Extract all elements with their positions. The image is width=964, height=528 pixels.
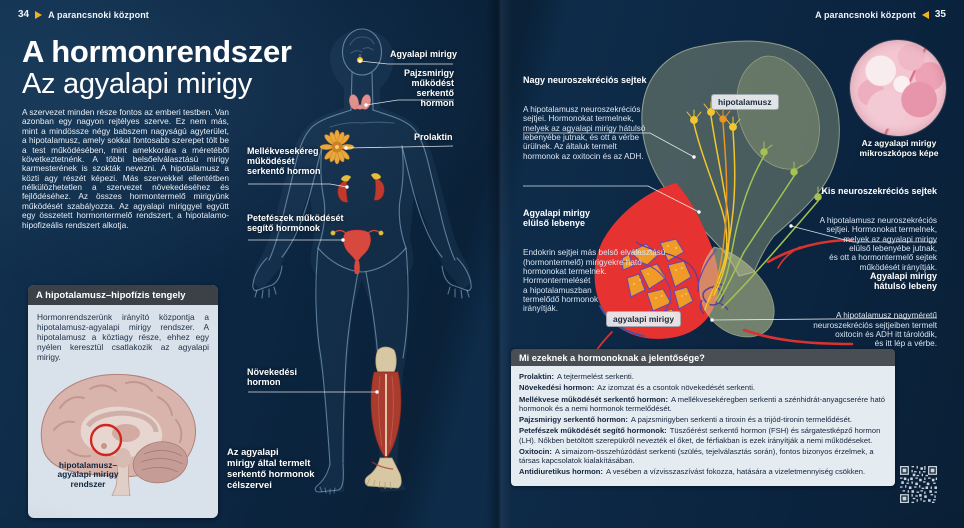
neuron-terminal-tangle [699,283,729,315]
label-prolactin: Prolaktin [414,132,453,142]
hypothalamus-label-chip: hipotalamusz [711,94,779,110]
hormone-definition: Növekedési hormon:Az izomzat és a csonto… [519,383,755,393]
block-heading: Nagy neuroszekréciós sejtek [523,75,647,85]
hormone-definition: Petefészek működését segítő hormonok:Tüs… [519,426,881,445]
block-body: A hipotalamusz nagyméretű neuroszekréció… [813,311,937,349]
hormone-definition: Antidiuretikus hormon:A vesében a vízvis… [519,467,866,477]
block-heading: Agyalapi mirigy elülső lebenye [523,208,591,229]
page-title: A hormonrendszer Az agyalapi mirigy [22,36,292,99]
page-number-left: 34 [18,9,30,20]
micrograph-image [850,40,946,136]
block-body: Endokrin sejtjei más belső elválasztású … [523,248,666,314]
hormones-box-title: Mi ezeknek a hormonoknak a jelentősége? [511,349,895,366]
section-title-right: A parancsnoki központ [815,9,916,20]
brain-region-label: hipotalamusz– agyalapi mirigy rendszer [57,459,119,489]
orange-neuron [707,108,731,307]
intro-paragraph: A szervezet minden része fontos az ember… [22,107,229,230]
label-tsh: Pajzsmirigy működést serkentő hormon [403,68,454,108]
hormone-definition: Prolaktin:A tejtermelést serkenti. [519,372,634,381]
kidneys-adrenals-organ [337,173,385,203]
pituitary-organ [356,54,364,64]
block-posterior-lobe: Agyalapi mirigy hátulsó lebeny A hipotal… [789,253,937,367]
block-large-neurosecretory-cells: Nagy neuroszekréciós sejtek A hipotalamu… [523,57,653,179]
arrow-right-icon [35,10,43,19]
pituitary-label-chip: agyalapi mirigy [606,311,681,327]
axis-box-title: A hipotalamusz–hipofízis tengely [28,285,218,305]
body-figure-caption: Az agyalapi mirigy által termelt serkent… [227,446,315,491]
hormones-info-box: Mi ezeknek a hormonoknak a jelentősége? … [511,349,895,486]
section-title-left: A parancsnoki központ [48,9,149,20]
block-heading: Agyalapi mirigy hátulsó lebeny [869,271,937,292]
label-gonadotropins: Petefészek működését segítő hormonok [247,213,344,233]
block-body: A hipotalamusz neuroszekréciós sejtjei. … [523,105,646,161]
axis-box-body: Hormonrendszerünk irányító központja a h… [37,312,209,363]
label-acth: Mellékvesekéreg működését serkentő hormo… [247,146,321,176]
hormone-definition: Oxitocin:A simaizom-összehúzódást serken… [519,446,874,465]
hormone-definition: Mellékvese működését serkentő hormon:A m… [519,394,885,413]
highlight-circle [89,423,123,456]
posterior-lobe-shape [699,246,775,338]
leg-anatomy [364,346,402,490]
uterus-ovaries-organ [330,229,384,274]
thyroid-organ [349,94,371,110]
brain-sagittal-art [40,373,196,496]
page-header-right: A parancsnoki központ 35 [815,9,946,20]
arrow-left-icon [921,10,929,19]
brain-illustration: hipotalamusz– agyalapi mirigy rendszer [28,366,218,496]
label-growth-hormone: Növekedési hormon [247,367,298,387]
block-heading: Kis neuroszekréciós sejtek [821,186,937,196]
axis-info-box: A hipotalamusz–hipofízis tengely Hormonr… [28,285,218,518]
label-pituitary: Agyalapi mirigy [390,49,458,59]
page-header-left: 34 A parancsnoki központ [18,9,149,20]
page-gutter [486,0,512,528]
title-line-1: A hormonrendszer [22,34,292,69]
qr-code[interactable] [900,466,937,503]
hormones-box-body: Prolaktin:A tejtermelést serkenti. Növek… [511,366,895,486]
large-neurons [686,101,741,311]
micrograph-caption: Az agyalapi mirigy mikroszkópos képe [859,138,939,159]
title-line-2: Az agyalapi mirigy [22,67,252,100]
hormone-definition: Pajzsmirigy serkentő hormon:A pajzsmirig… [519,415,853,424]
page-number-right: 35 [934,9,946,20]
